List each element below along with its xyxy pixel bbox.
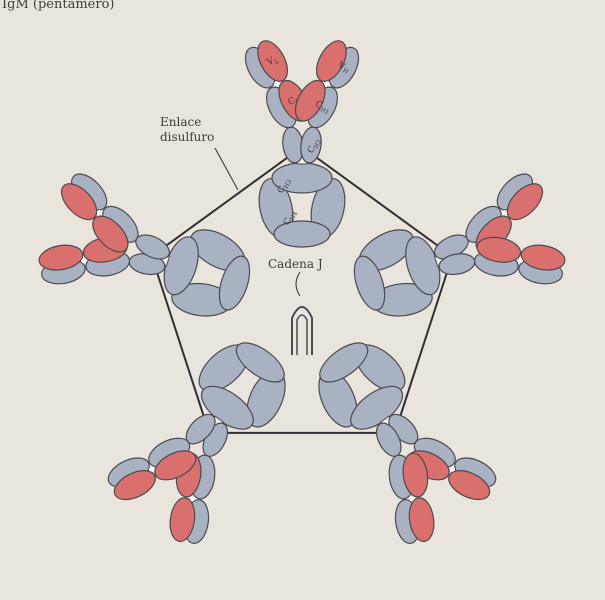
j-chain-inner-loop [297,315,307,355]
igm-monomer [93,315,318,559]
fab-arm: VHCH1 [289,36,364,132]
disulfide-label-line1: Enlace [160,115,214,130]
igm-monomer [27,162,266,346]
j-chain-callout-line [296,272,300,296]
ch3-domain [274,221,330,247]
disulfide-callout-line [215,148,238,190]
j-chain [292,307,312,355]
igm-monomer: VLCLVHCH1CH2CH3CH4 [239,36,364,247]
disulfide-bond-label: Enlace disulfuro [160,115,214,145]
j-chain-loop [292,307,312,355]
j-chain-label: Cadena J [268,257,323,272]
igm-monomer [285,315,510,559]
fab-arm [473,234,567,287]
igm-monomers: VLCLVHCH1CH2CH3CH4 [27,36,577,559]
disulfide-label-line2: disulfuro [160,130,214,145]
igm-monomer [338,162,577,346]
